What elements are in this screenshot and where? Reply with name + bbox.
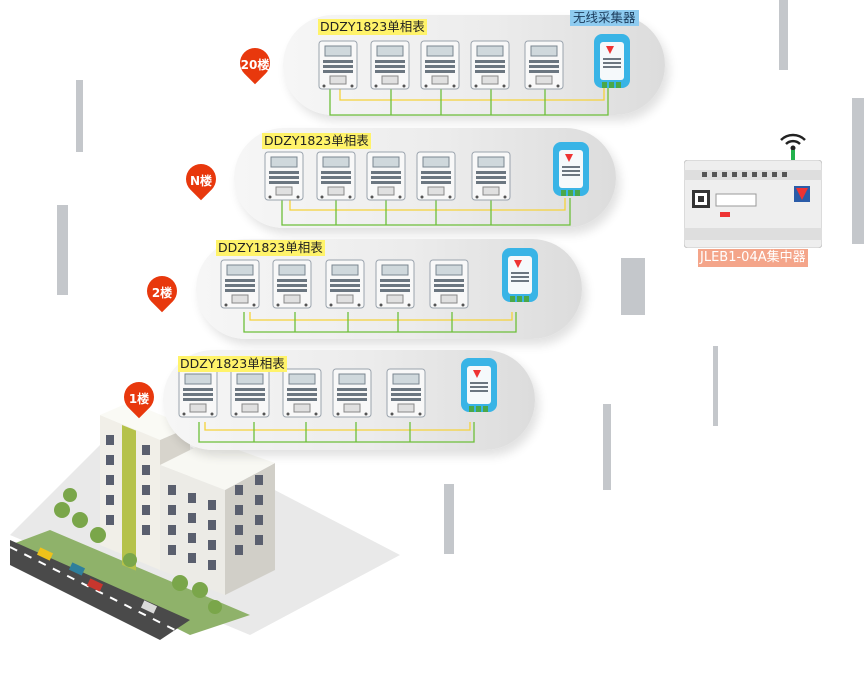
building-illustration [10,345,400,645]
decor-bar [713,346,718,426]
wireless-collector [592,32,632,90]
wireless-collector [459,356,499,414]
ddzy1823-meter [375,259,415,309]
ddzy1823-meter [386,368,426,418]
floor-pin-2-label: 2楼 [151,286,173,300]
wireless-collector [551,140,591,198]
ddzy1823-meter [470,40,510,90]
ddzy1823-meter [471,151,511,201]
floor-pin-1-label: 1楼 [128,392,150,406]
floor-pin-20-label: 20楼 [240,58,270,72]
decor-bar [621,258,645,315]
concentrator-label: JLEB1-04A集中器 [698,249,808,267]
floor-title-n: DDZY1823单相表 [262,133,371,149]
decor-bar [76,80,83,152]
decor-bar [779,0,788,70]
ddzy1823-meter [282,368,322,418]
ddzy1823-meter [316,151,356,201]
decor-bar [603,404,611,490]
floor-pin-n-label: N楼 [189,174,213,188]
ddzy1823-meter [318,40,358,90]
ddzy1823-meter [366,151,406,201]
ddzy1823-meter [264,151,304,201]
decor-bar [57,205,68,295]
concentrator-device [684,160,822,248]
ddzy1823-meter [420,40,460,90]
ddzy1823-meter [370,40,410,90]
ddzy1823-meter [272,259,312,309]
ddzy1823-meter [416,151,456,201]
ddzy1823-meter [332,368,372,418]
ddzy1823-meter [230,368,270,418]
wifi-signal-icon [776,126,810,162]
decor-bar [444,484,454,554]
ddzy1823-meter [524,40,564,90]
wireless-collector-label: 无线采集器 [570,10,639,26]
decor-bar [852,98,864,244]
wireless-collector [500,246,540,304]
ddzy1823-meter [325,259,365,309]
floor-title-1: DDZY1823单相表 [178,356,287,372]
ddzy1823-meter [429,259,469,309]
floor-title-20: DDZY1823单相表 [318,19,427,35]
floor-title-2: DDZY1823单相表 [216,240,325,256]
ddzy1823-meter [178,368,218,418]
ddzy1823-meter [220,259,260,309]
